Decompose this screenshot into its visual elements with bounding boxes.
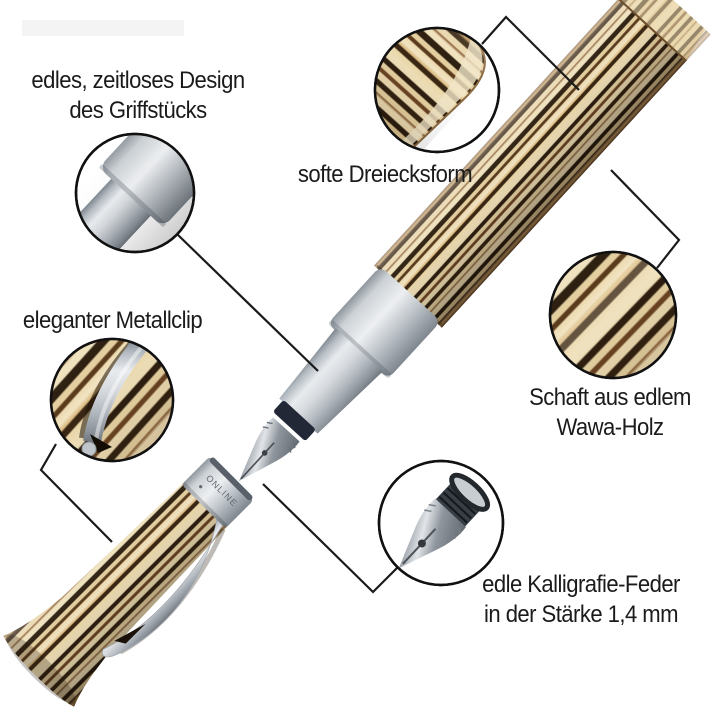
pen-grip-section bbox=[279, 328, 383, 434]
annotation-wood-shaft: Schaft aus edlem Wawa-Holz bbox=[495, 383, 720, 443]
annotation-triangle-form: softe Dreiecksform bbox=[275, 160, 496, 190]
annotation-text-line: eleganter Metallclip bbox=[22, 307, 203, 334]
annotation-text-line: des Griffstücks bbox=[69, 97, 207, 124]
fountain-pen bbox=[239, 0, 711, 481]
cap-clip bbox=[102, 514, 224, 658]
annotation-text-line: Schaft aus edlem bbox=[529, 384, 691, 411]
callout-line-wood-shaft bbox=[610, 169, 681, 269]
cap-band: ONLINE bbox=[182, 457, 253, 528]
faint-watermark bbox=[22, 20, 184, 36]
callout-clip-magnifier bbox=[49, 337, 175, 463]
callout-lines bbox=[39, 15, 681, 594]
annotation-text-line: in der Stärke 1,4 mm bbox=[484, 601, 678, 628]
annotation-text-line: Wawa-Holz bbox=[556, 414, 664, 441]
annotation-calligraphy-nib: edle Kalligrafie-Feder in der Stärke 1,4… bbox=[461, 570, 700, 630]
callout-line-triangle-form bbox=[481, 15, 580, 91]
pen-cap: ONLINE bbox=[0, 457, 253, 711]
annotation-text-line: edles, zeitloses Design bbox=[31, 67, 245, 94]
callout-line-metal-clip bbox=[39, 443, 113, 543]
annotation-grip-design: edles, zeitloses Design des Griffstücks bbox=[18, 66, 257, 126]
callout-triangle-magnifier bbox=[373, 26, 501, 154]
annotation-text-line: softe Dreiecksform bbox=[297, 161, 473, 188]
pen-nib bbox=[239, 417, 300, 481]
callout-wood-magnifier bbox=[548, 250, 678, 380]
callout-line-grip-design bbox=[176, 233, 319, 372]
pen-barrel bbox=[373, 0, 711, 328]
callout-nib-magnifier bbox=[377, 459, 505, 587]
annotation-metal-clip: eleganter Metallclip bbox=[9, 306, 216, 336]
annotation-text-line: edle Kalligrafie-Feder bbox=[482, 571, 680, 598]
callout-line-nib bbox=[262, 483, 398, 594]
nib-collar-ring bbox=[274, 401, 315, 441]
